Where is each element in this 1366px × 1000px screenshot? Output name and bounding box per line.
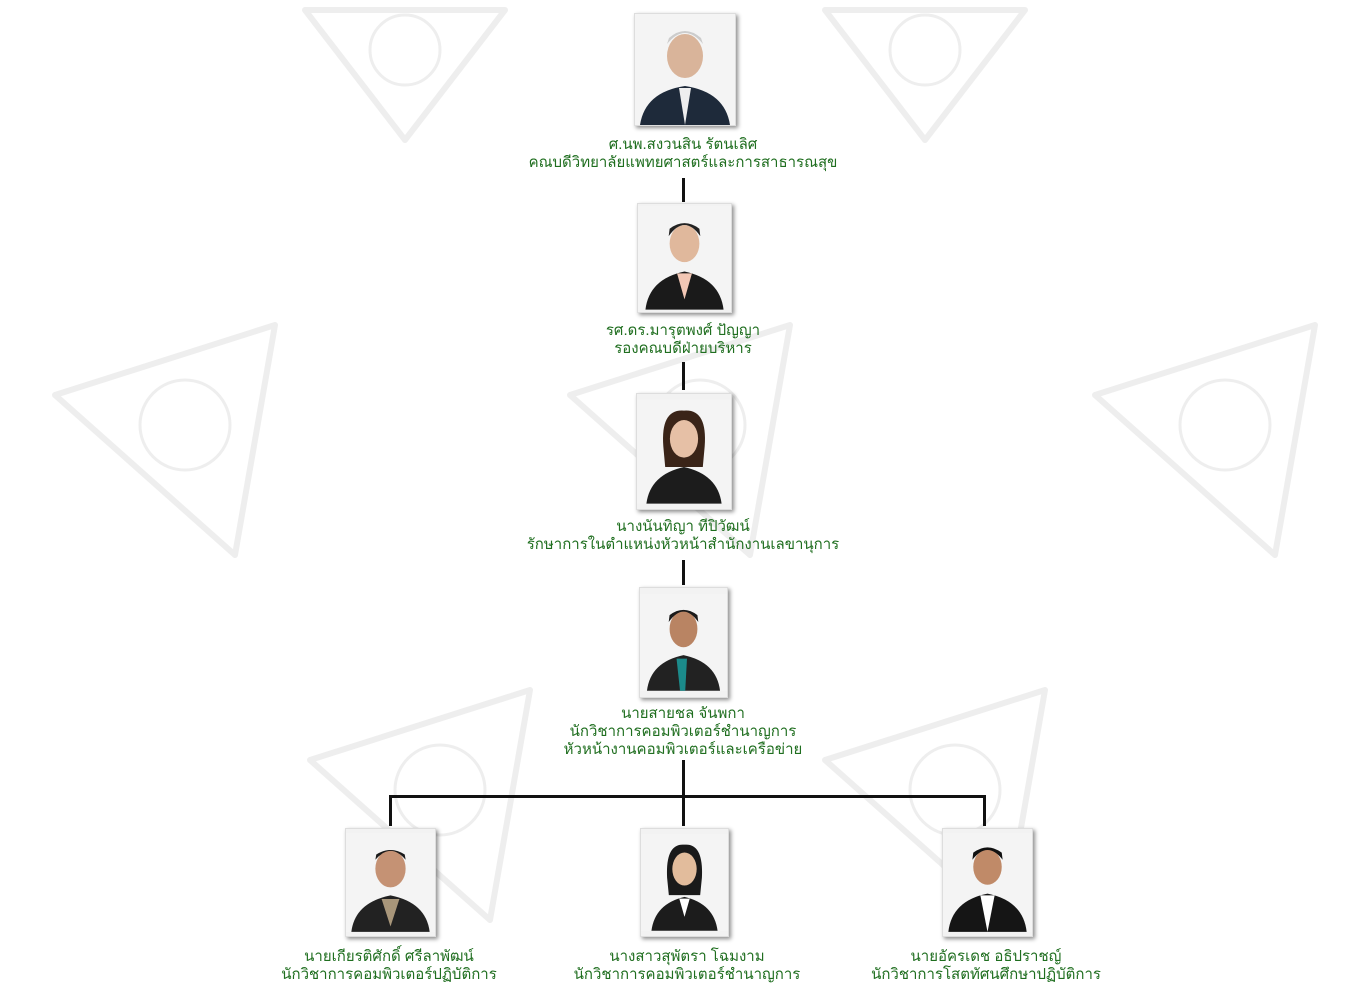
connector-line xyxy=(983,795,986,826)
person-title: คณบดีวิทยาลัยแพทยศาสตร์และการสาธารณสุข xyxy=(528,154,838,171)
person-title: รักษาการในตำแหน่งหัวหน้าสำนักงานเลขานุกา… xyxy=(526,536,840,553)
photo-dean xyxy=(634,13,736,126)
university-seal-watermark xyxy=(302,7,508,143)
person-staff-1: นายเกียรติศักดิ์ ศรีลาพัฒน์ นักวิชาการคอ… xyxy=(229,948,549,984)
connector-line xyxy=(389,795,986,798)
person-title: หัวหน้างานคอมพิวเตอร์และเครือข่าย xyxy=(563,741,803,758)
person-name: ศ.นพ.สงวนสิน รัตนเลิศ xyxy=(608,136,758,153)
person-title: นักวิชาการคอมพิวเตอร์ชำนาญการ xyxy=(569,723,797,740)
person-title: นักวิชาการคอมพิวเตอร์ชำนาญการ xyxy=(573,966,801,983)
photo-deputy-dean xyxy=(637,203,732,313)
person-deputy-dean: รศ.ดร.มารุตพงศ์ ปัญญา รองคณบดีฝ่ายบริหาร xyxy=(0,322,1366,358)
connector-line xyxy=(389,795,392,826)
photo-staff-3 xyxy=(942,828,1033,937)
photo-staff-2 xyxy=(640,828,729,937)
person-name: นางนันทิญา ทีปิวัฒน์ xyxy=(616,518,750,535)
person-computer-head: นายสายชล จันพกา นักวิชาการคอมพิวเตอร์ชำน… xyxy=(0,705,1366,759)
person-dean: ศ.นพ.สงวนสิน รัตนเลิศ คณบดีวิทยาลัยแพทยศ… xyxy=(0,136,1366,172)
photo-secretary-head xyxy=(636,393,732,510)
connector-line xyxy=(682,760,685,826)
connector-line xyxy=(682,362,685,390)
person-title: นักวิชาการคอมพิวเตอร์ปฏิบัติการ xyxy=(281,966,497,983)
connector-line xyxy=(682,178,685,202)
person-secretary-head: นางนันทิญา ทีปิวัฒน์ รักษาการในตำแหน่งหั… xyxy=(0,518,1366,554)
person-name: นายสายชล จันพกา xyxy=(621,705,745,722)
university-seal-watermark xyxy=(52,322,278,558)
university-seal-watermark xyxy=(1092,322,1318,558)
person-staff-2: นางสาวสุพัตรา โฉมงาม นักวิชาการคอมพิวเตอ… xyxy=(527,948,847,984)
person-name: นางสาวสุพัตรา โฉมงาม xyxy=(609,948,765,965)
person-staff-3: นายอัครเดช อธิปราชญ์ นักวิชาการโสตทัศนศึ… xyxy=(826,948,1146,984)
person-name: นายเกียรติศักดิ์ ศรีลาพัฒน์ xyxy=(304,948,474,965)
connector-line xyxy=(682,560,685,585)
university-seal-watermark xyxy=(822,7,1028,143)
person-title: นักวิชาการโสตทัศนศึกษาปฏิบัติการ xyxy=(871,966,1101,983)
photo-staff-1 xyxy=(345,828,436,937)
photo-computer-head xyxy=(639,587,728,698)
person-name: นายอัครเดช อธิปราชญ์ xyxy=(910,948,1062,965)
person-name: รศ.ดร.มารุตพงศ์ ปัญญา xyxy=(605,322,761,339)
person-title: รองคณบดีฝ่ายบริหาร xyxy=(614,340,752,357)
